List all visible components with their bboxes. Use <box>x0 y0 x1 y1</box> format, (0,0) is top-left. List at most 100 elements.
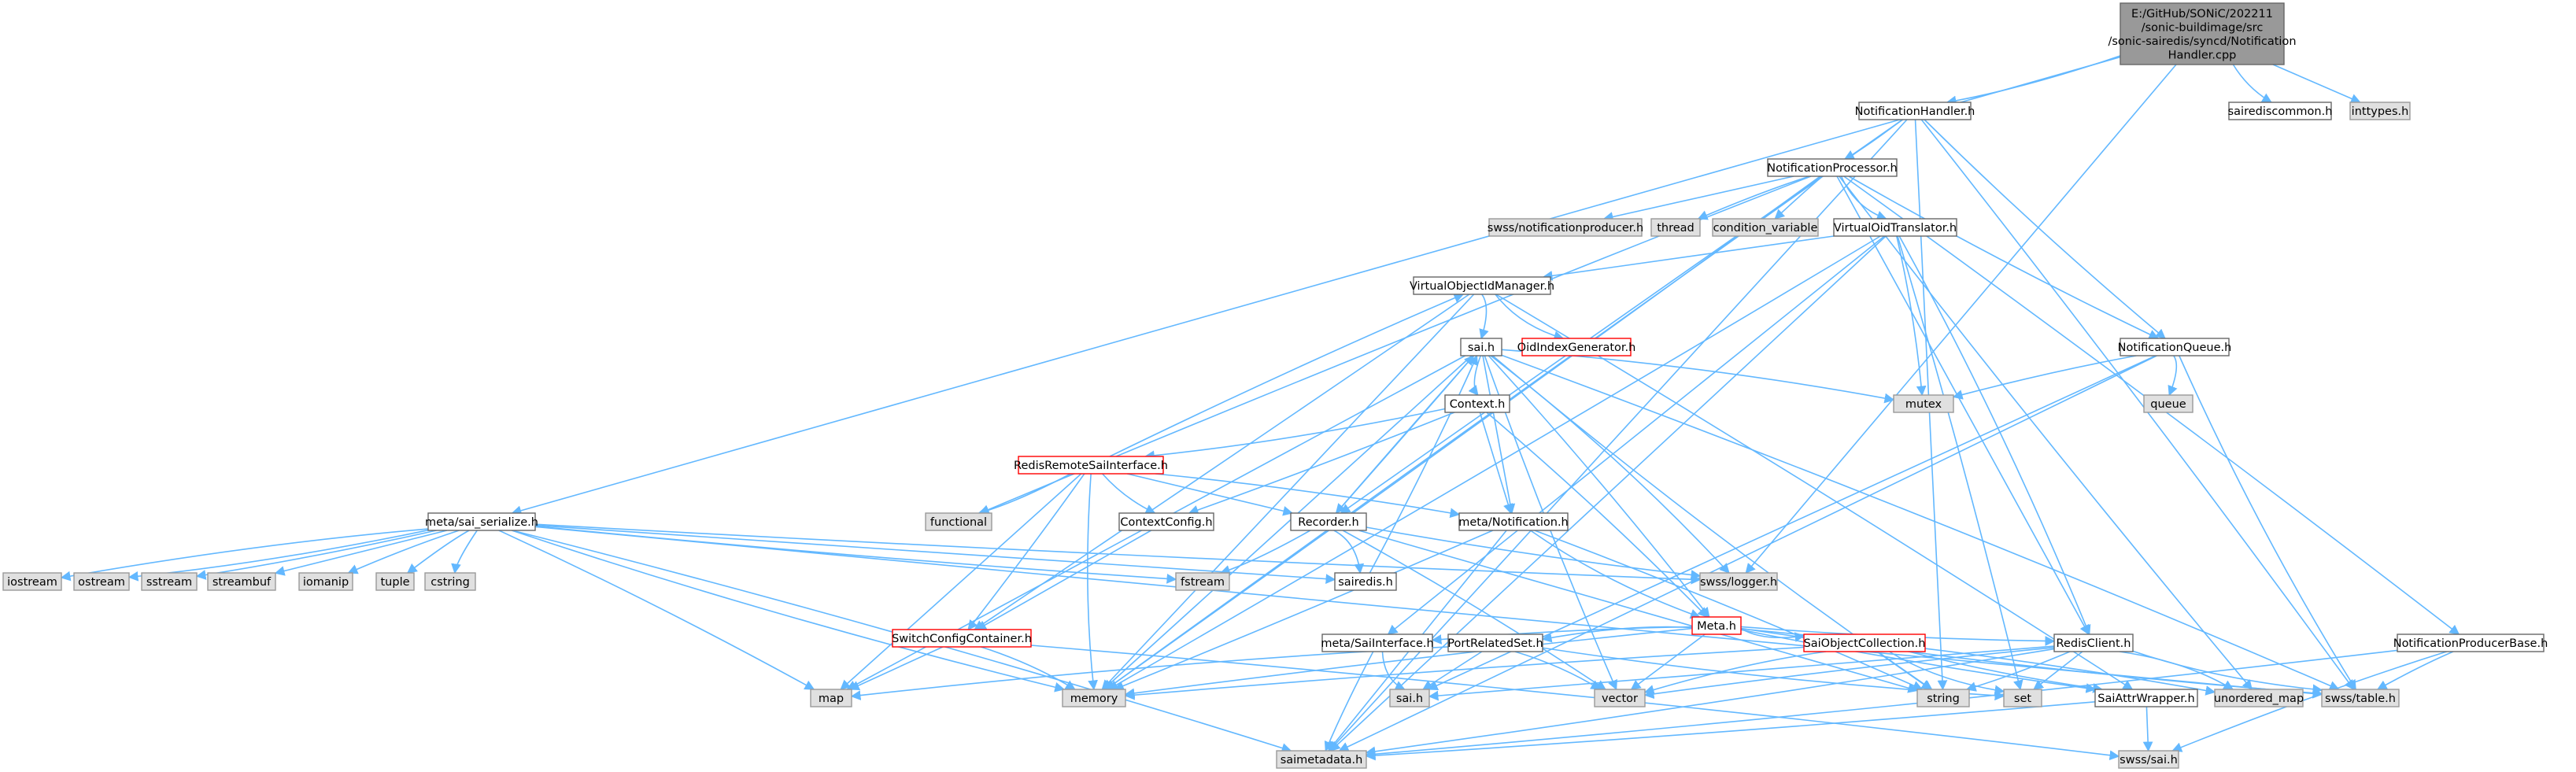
node-iostream: iostream <box>2 572 62 591</box>
edge-context-to-contextconfig <box>1188 412 1455 515</box>
node-swsssai: swss/sai.h <box>2118 750 2179 769</box>
node-notificationprocessor[interactable]: NotificationProcessor.h <box>1767 158 1898 177</box>
node-meta[interactable]: Meta.h <box>1691 616 1742 635</box>
edge-portrelatedset-to-map <box>850 646 1449 700</box>
edge-sai-to-metanotification <box>1482 355 1516 515</box>
node-box <box>2214 689 2304 707</box>
node-box <box>810 689 852 707</box>
node-label: OidIndexGenerator.h <box>1517 342 1636 354</box>
edge-notificationqueue-to-queue <box>2168 355 2178 397</box>
node-notificationqueue[interactable]: NotificationQueue.h <box>2118 338 2232 356</box>
node-label: queue <box>2150 398 2186 411</box>
node-label: swss/notificationproducer.h <box>1488 222 1643 235</box>
node-recorder[interactable]: Recorder.h <box>1290 512 1367 531</box>
node-label: meta/SaiInterface.h <box>1321 637 1433 650</box>
node-box <box>427 512 536 531</box>
node-box <box>2321 689 2400 707</box>
node-box <box>2143 394 2193 413</box>
node-label: set <box>2014 693 2031 705</box>
node-box <box>1691 616 1742 635</box>
edge-root-to-inttypes <box>2272 64 2361 104</box>
node-box <box>1833 218 1957 237</box>
node-metanotification[interactable]: meta/Notification.h <box>1458 512 1569 531</box>
edge-notificationprocessor-to-unorderedmap <box>1839 175 2253 690</box>
edge-metanotification-to-string <box>1534 530 1924 691</box>
node-metasaiinterface[interactable]: meta/SaiInterface.h <box>1321 633 1434 652</box>
node-streambuf: streambuf <box>207 572 276 591</box>
node-label: inttypes.h <box>2352 105 2409 118</box>
node-swsslogger: swss/logger.h <box>1699 572 1778 591</box>
edge-redisremote-to-metanotification <box>1155 473 1461 519</box>
edge-root-to-notificationhandler <box>1946 55 2121 106</box>
node-box <box>298 572 353 591</box>
node-box <box>1488 218 1643 237</box>
node-label: iomanip <box>303 576 349 589</box>
node-box <box>1767 158 1898 177</box>
edge-recorder-to-fstream <box>1219 530 1311 575</box>
node-box <box>1276 750 1367 769</box>
node-portrelatedset[interactable]: PortRelatedSet.h <box>1447 633 1543 652</box>
edge-notificationhandler-to-saimetadata <box>1329 119 1908 752</box>
edge-meta-to-portrelatedset <box>1541 626 1693 643</box>
edge-saiobjectcollection-to-vector <box>1643 651 1827 695</box>
edge-virtualobjectidmanager-to-memory <box>1101 294 1475 690</box>
node-label: swss/table.h <box>2325 693 2396 705</box>
edge-saiattrwrapper-to-saimetadata <box>1365 701 2096 761</box>
node-box <box>2094 689 2198 707</box>
node-box <box>2228 102 2332 120</box>
node-box <box>1893 394 1954 413</box>
edge-metasaiinterface-to-saimetadata <box>1324 651 1374 752</box>
node-oidindexgenerator[interactable]: OidIndexGenerator.h <box>1517 338 1636 356</box>
edge-redisclient-to-string <box>1965 651 2071 692</box>
edge-notificationhandler-to-notificationqueue <box>1924 119 2166 339</box>
node-condvar: condition_variable <box>1712 218 1819 237</box>
node-switchconfigcontainer[interactable]: SwitchConfigContainer.h <box>892 629 1032 648</box>
node-redisclient[interactable]: RedisClient.h <box>2053 633 2134 652</box>
node-sai[interactable]: sai.h <box>1460 338 1502 356</box>
node-vector: vector <box>1594 689 1646 707</box>
node-box <box>1699 572 1778 591</box>
edge-context-to-redisremote <box>1144 408 1446 461</box>
node-label: /sonic-buildimage/src <box>2142 21 2264 34</box>
node-sairedis[interactable]: sairedis.h <box>1334 572 1397 591</box>
node-label: mutex <box>1905 398 1942 411</box>
edge-recorder-to-vector <box>1342 530 1606 690</box>
edge-virtualoidtranslator-to-saimetadata <box>1329 235 1887 752</box>
node-notificationhandler[interactable]: NotificationHandler.h <box>1855 102 1975 120</box>
edge-sai-to-swsstable <box>1501 354 2340 691</box>
node-context[interactable]: Context.h <box>1444 394 1510 413</box>
node-box <box>1334 572 1397 591</box>
node-sairediscommon[interactable]: sairediscommon.h <box>2228 102 2333 120</box>
edge-switchconfigcontainer-to-map <box>848 646 944 691</box>
node-label: SaiObjectCollection.h <box>1804 637 1926 650</box>
edge-redisclient-to-set <box>2033 651 2083 690</box>
edge-notificationprocessor-to-condvar <box>1774 175 1824 220</box>
edge-saiobjectcollection-to-saiattrwrapper <box>1909 651 2104 693</box>
node-label: swss/logger.h <box>1700 576 1777 589</box>
node-label: PortRelatedSet.h <box>1447 637 1543 650</box>
node-virtualoidtranslator[interactable]: VirtualOidTranslator.h <box>1833 218 1957 237</box>
node-saiattrwrapper[interactable]: SaiAttrWrapper.h <box>2094 689 2198 707</box>
edge-root-to-sairediscommon <box>2232 64 2272 103</box>
edge-virtualoidtranslator-to-redisclient <box>1898 235 2091 636</box>
node-label: sai.h <box>1468 342 1495 354</box>
node-label: sairedis.h <box>1338 576 1393 589</box>
node-box <box>73 572 130 591</box>
node-label: RedisClient.h <box>2057 637 2131 650</box>
node-label: RedisRemoteSaiInterface.h <box>1014 460 1168 472</box>
edge-root-to-saiserialize <box>511 56 2121 515</box>
node-contextconfig[interactable]: ContextConfig.h <box>1118 512 1214 531</box>
node-notificationproducerbase[interactable]: NotificationProducerBase.h <box>2393 633 2548 652</box>
node-redisremote[interactable]: RedisRemoteSaiInterface.h <box>1014 456 1168 475</box>
node-box <box>2349 102 2411 120</box>
node-label: memory <box>1070 693 1118 705</box>
node-virtualobjectidmanager[interactable]: VirtualObjectIdManager.h <box>1410 276 1554 295</box>
node-saiserialize[interactable]: meta/sai_serialize.h <box>425 512 538 531</box>
node-saiobjectcollection[interactable]: SaiObjectCollection.h <box>1803 633 1926 652</box>
edge-saiserialize-to-sairedis <box>534 524 1336 584</box>
edge-redisremote-to-map <box>840 473 1082 690</box>
node-queue: queue <box>2143 394 2193 413</box>
node-iomanip: iomanip <box>298 572 353 591</box>
edge-virtualoidtranslator-to-mutex <box>1895 235 1927 397</box>
node-label: streambuf <box>213 576 272 589</box>
